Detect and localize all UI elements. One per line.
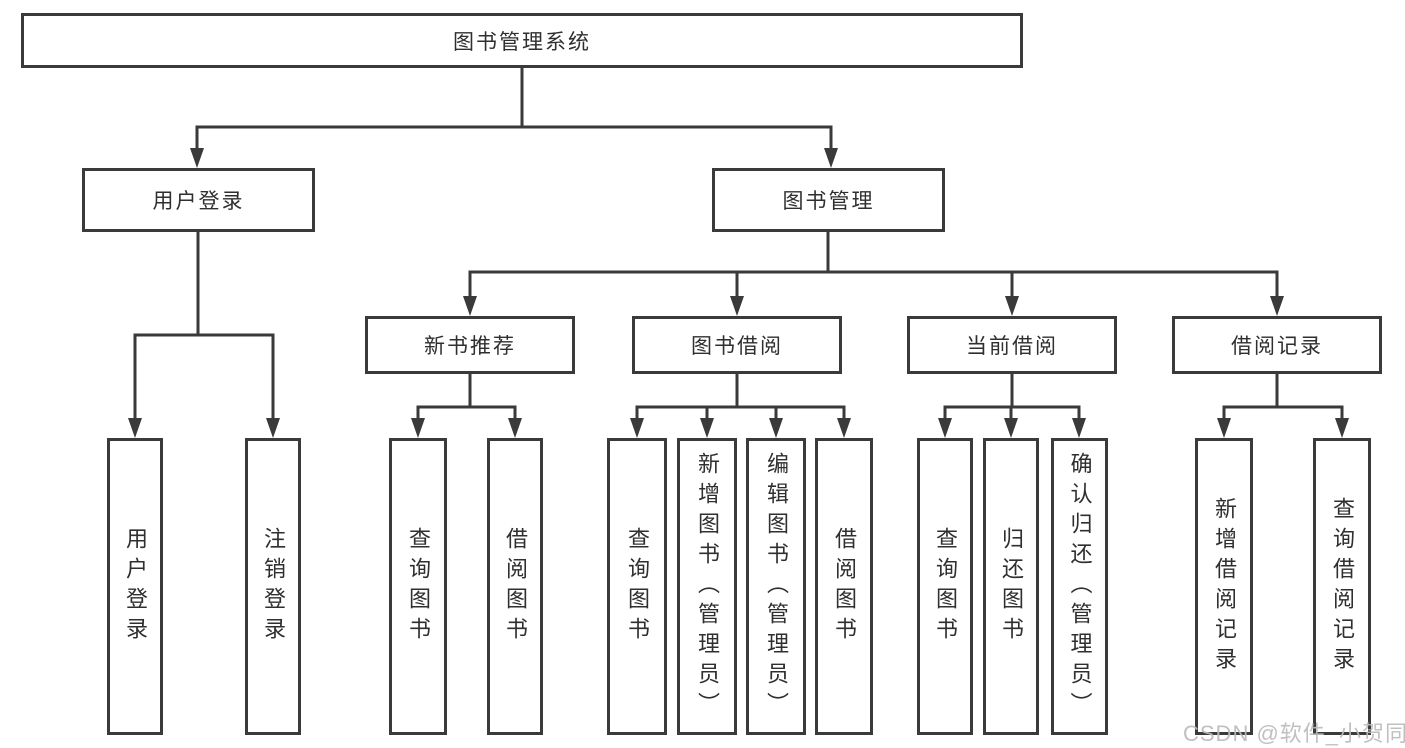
leaf-nbr-borrow-book-label: 借阅图书 [503, 526, 528, 647]
node-book-management: 图书管理 [712, 168, 945, 232]
leaf-logout-label: 注销登录 [261, 526, 286, 647]
node-new-book-recommend: 新书推荐 [365, 316, 575, 374]
node-book-borrowing: 图书借阅 [632, 316, 842, 374]
node-current-borrowing: 当前借阅 [907, 316, 1117, 374]
leaf-cb-query-book-label: 查询图书 [933, 526, 958, 647]
leaf-bb-edit-book-admin: 编辑图书（管理员） [746, 438, 806, 735]
leaf-bb-borrow-book-label: 借阅图书 [832, 526, 857, 647]
leaf-br-add-record: 新增借阅记录 [1195, 438, 1253, 735]
leaf-cb-return-book: 归还图书 [983, 438, 1039, 735]
leaf-user-login: 用户登录 [107, 438, 163, 735]
leaf-bb-borrow-book: 借阅图书 [815, 438, 873, 735]
leaf-bb-add-book-admin-label: 新增图书（管理员） [695, 451, 720, 722]
leaf-nbr-borrow-book: 借阅图书 [487, 438, 543, 735]
node-root: 图书管理系统 [21, 13, 1023, 68]
leaf-cb-query-book: 查询图书 [917, 438, 973, 735]
leaf-bb-add-book-admin: 新增图书（管理员） [677, 438, 737, 735]
leaf-br-query-record: 查询借阅记录 [1313, 438, 1371, 735]
leaf-bb-edit-book-admin-label: 编辑图书（管理员） [764, 451, 789, 722]
watermark: CSDN @软件_小贺同学 [1183, 721, 1405, 746]
leaf-nbr-query-book: 查询图书 [389, 438, 447, 735]
leaf-br-add-record-label: 新增借阅记录 [1212, 496, 1237, 677]
leaf-bb-query-book-label: 查询图书 [625, 526, 650, 647]
leaf-user-login-label: 用户登录 [123, 526, 148, 647]
leaf-cb-return-book-label: 归还图书 [999, 526, 1024, 647]
leaf-br-query-record-label: 查询借阅记录 [1330, 496, 1355, 677]
leaf-bb-query-book: 查询图书 [607, 438, 667, 735]
leaf-cb-confirm-return-admin: 确认归还（管理员） [1051, 438, 1108, 735]
node-borrowing-records: 借阅记录 [1172, 316, 1382, 374]
leaf-logout: 注销登录 [245, 438, 301, 735]
leaf-cb-confirm-return-admin-label: 确认归还（管理员） [1067, 451, 1093, 722]
node-user-login: 用户登录 [82, 168, 315, 232]
leaf-nbr-query-book-label: 查询图书 [406, 526, 431, 647]
